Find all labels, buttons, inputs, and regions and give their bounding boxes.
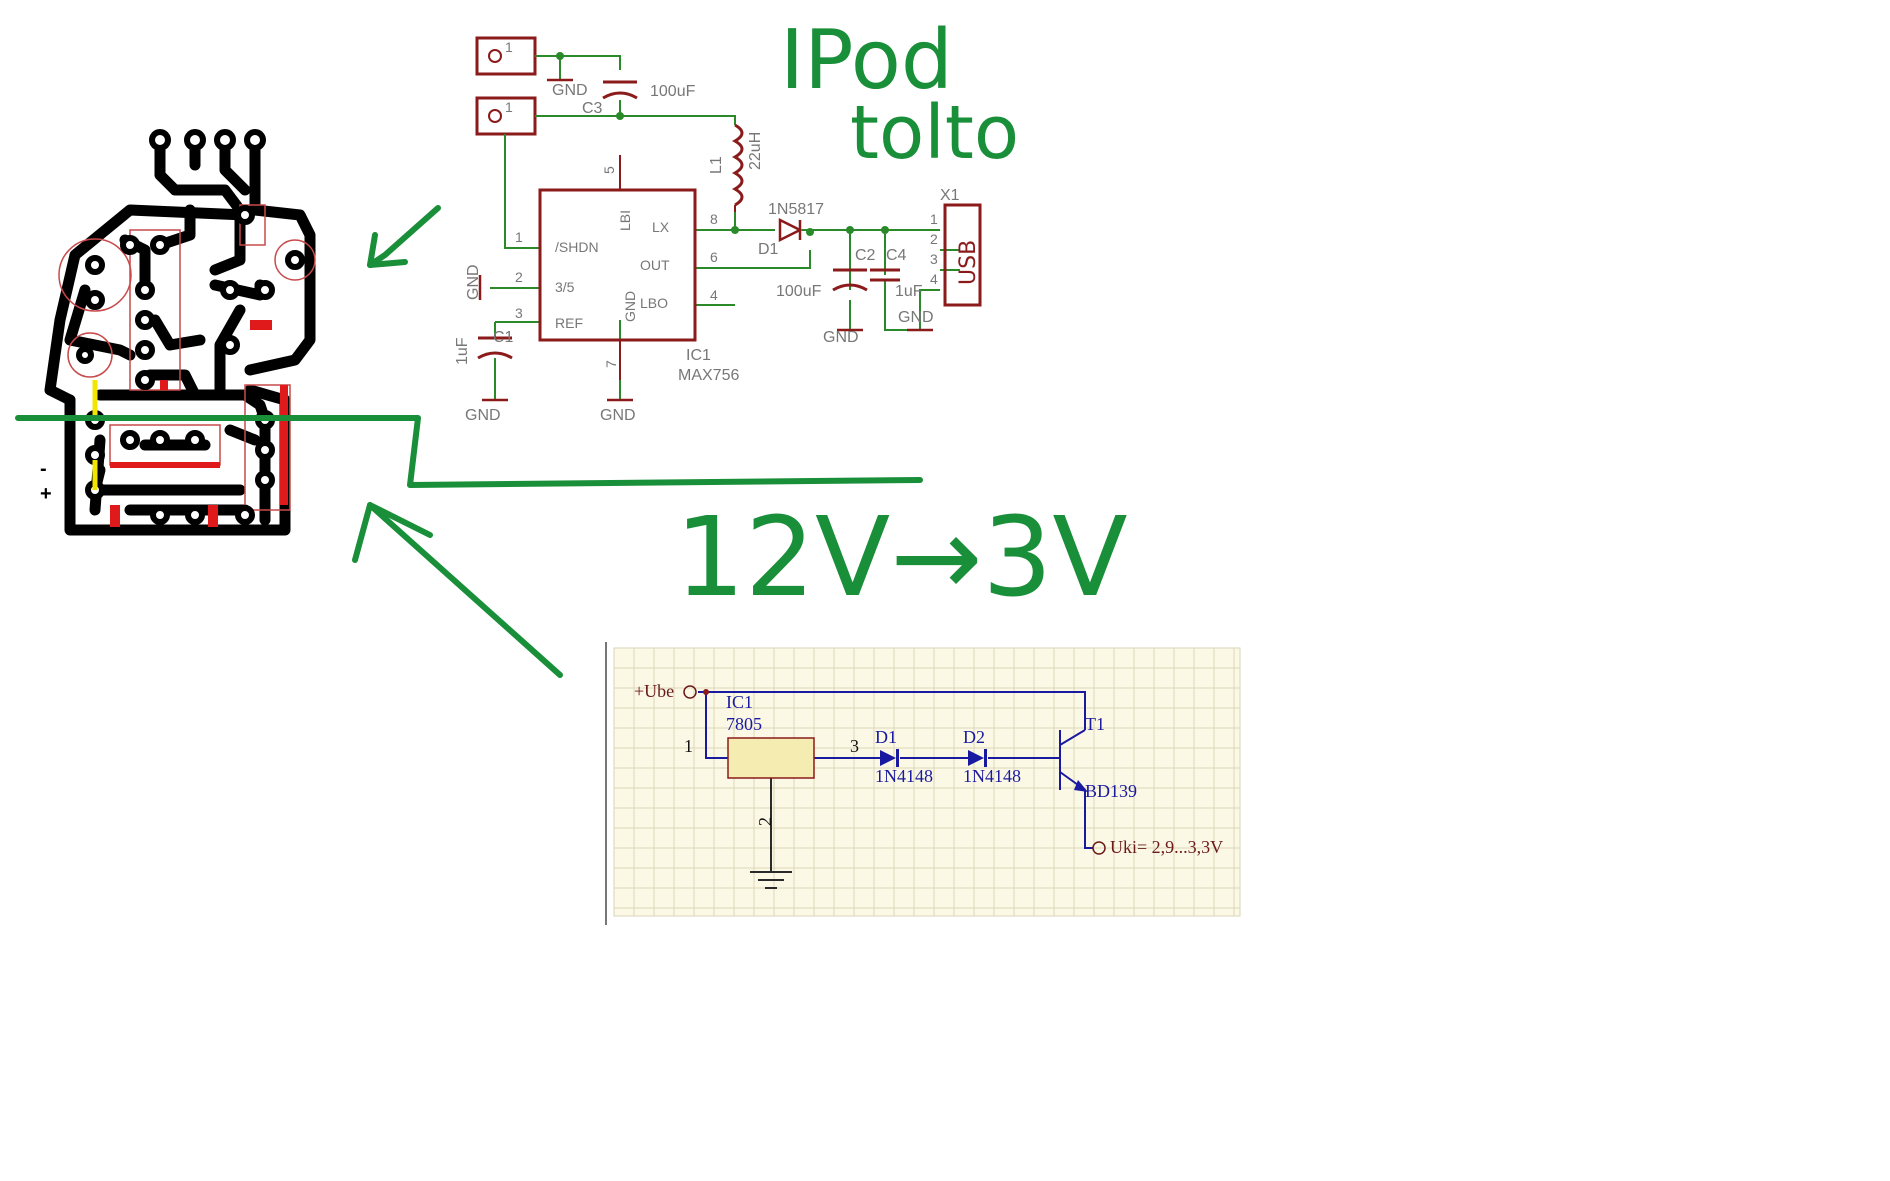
c3-value: 100uF <box>650 83 696 100</box>
diode-d1 <box>778 217 803 243</box>
handwritten-title-1: IPod <box>780 13 953 108</box>
gnd-label-top: GND <box>552 82 588 99</box>
d2-part: 1N4148 <box>963 766 1021 786</box>
ic-pin1: 1 <box>684 736 693 756</box>
buck-junctions <box>556 52 889 236</box>
linear-ground <box>750 777 792 889</box>
gnd-label-ic: GND <box>600 407 636 424</box>
output-terminal <box>1092 841 1106 855</box>
connector-name: X1 <box>940 187 960 204</box>
handwritten-strokes <box>15 205 923 678</box>
c1-name: C1 <box>493 329 514 346</box>
pin-number-5: 5 <box>601 166 617 174</box>
arrow-top-head <box>367 232 408 268</box>
pin-number-3: 3 <box>515 305 523 321</box>
d1-name: D1 <box>875 727 897 747</box>
ic-pin2: 2 <box>755 817 775 826</box>
usb-label: USB <box>956 240 981 285</box>
c3-name: C3 <box>582 100 603 117</box>
pin-out: OUT <box>640 257 670 273</box>
gnd-label-pin2: GND <box>465 264 482 300</box>
usb-pin-2: 2 <box>930 231 938 247</box>
jack-1-pin <box>488 49 502 63</box>
ic-name-linear: IC1 <box>726 692 753 712</box>
c2-name: C2 <box>855 247 876 264</box>
linear-grid-lines <box>614 648 1240 916</box>
arrow-bottom-shaft <box>367 502 563 678</box>
usb-pin-3: 3 <box>930 251 938 267</box>
ic-part: MAX756 <box>678 367 739 384</box>
t1-name: T1 <box>1085 714 1105 734</box>
input-label: +Ube <box>634 681 674 701</box>
input-junction <box>703 689 709 695</box>
max756-ic-body <box>538 188 697 342</box>
t1-emitter-arrow <box>1074 780 1088 792</box>
d1-part: 1N4148 <box>875 766 933 786</box>
inductor-l1 <box>731 123 744 207</box>
c4-name: C4 <box>886 247 907 264</box>
pin-number-1: 1 <box>515 229 523 245</box>
buck-schematic: 1 1 <box>454 36 982 424</box>
pcb-pads <box>76 129 305 525</box>
handwritten-title-2: tolto <box>850 90 1019 176</box>
pin-three-five: 3/5 <box>555 279 575 295</box>
c3-capacitor <box>602 80 638 100</box>
usb-connector <box>943 203 982 307</box>
annotations: IPod tolto 12V→3V <box>15 13 1128 678</box>
ic-7805-body <box>727 737 815 779</box>
pcb-plus-label: + <box>40 483 52 505</box>
pin-number-2: 2 <box>515 269 523 285</box>
jack-1-pin-num: 1 <box>505 39 513 55</box>
pin-lx: LX <box>652 219 670 235</box>
pin-number-7: 7 <box>603 360 619 368</box>
input-terminal <box>683 685 697 699</box>
pin-number-6: 6 <box>710 249 718 265</box>
pin-lbi: LBI <box>617 210 633 231</box>
pin-gnd: GND <box>622 291 638 322</box>
linear-schematic: +Ube IC1 7805 1 3 2 D1 1N4148 D2 1N4148 … <box>605 642 1241 925</box>
d2-name: D2 <box>963 727 985 747</box>
pin-lbo: LBO <box>640 295 668 311</box>
gnd-label-c2: GND <box>823 329 859 346</box>
t1-part: BD139 <box>1085 781 1137 801</box>
pcb-layout: - + <box>40 129 316 536</box>
inductor-value: 22uH <box>747 132 764 170</box>
inductor-name: L1 <box>708 156 725 174</box>
handwritten-conversion: 12V→3V <box>675 493 1128 621</box>
usb-pin-1: 1 <box>930 211 938 227</box>
pin-shdn: /SHDN <box>555 239 599 255</box>
c2-c4-capacitors <box>832 268 900 292</box>
jack-2-pin <box>488 109 502 123</box>
output-label: Uki= 2,9...3,3V <box>1110 837 1223 857</box>
c1-capacitor <box>477 336 513 360</box>
arrow-bottom-head <box>352 502 433 563</box>
pin-ref: REF <box>555 315 583 331</box>
pin-number-4: 4 <box>710 287 718 303</box>
c1-value: 1uF <box>454 337 471 365</box>
c2-value: 100uF <box>776 283 822 300</box>
arrow-top-shaft <box>367 205 441 268</box>
pcb-outlines <box>58 204 316 511</box>
gnd-label-c1: GND <box>465 407 501 424</box>
diode-part: 1N5817 <box>768 201 824 218</box>
gnd-symbols <box>478 78 933 402</box>
pcb-red-parts <box>110 320 288 527</box>
gnd-label-usb: GND <box>898 309 934 326</box>
usb-pin-4: 4 <box>930 271 938 287</box>
divider-stroke <box>15 415 923 488</box>
ic-part-linear: 7805 <box>726 714 762 734</box>
ic-pin3: 3 <box>850 736 859 756</box>
linear-wires <box>698 691 1093 849</box>
linear-diodes <box>880 749 987 767</box>
c4-value: 1uF <box>895 283 923 300</box>
ic-name: IC1 <box>686 347 711 364</box>
pcb-minus-label: - <box>40 458 47 480</box>
jack-2-pin-num: 1 <box>505 99 513 115</box>
diode-name: D1 <box>758 241 779 258</box>
pin-number-8: 8 <box>710 211 718 227</box>
